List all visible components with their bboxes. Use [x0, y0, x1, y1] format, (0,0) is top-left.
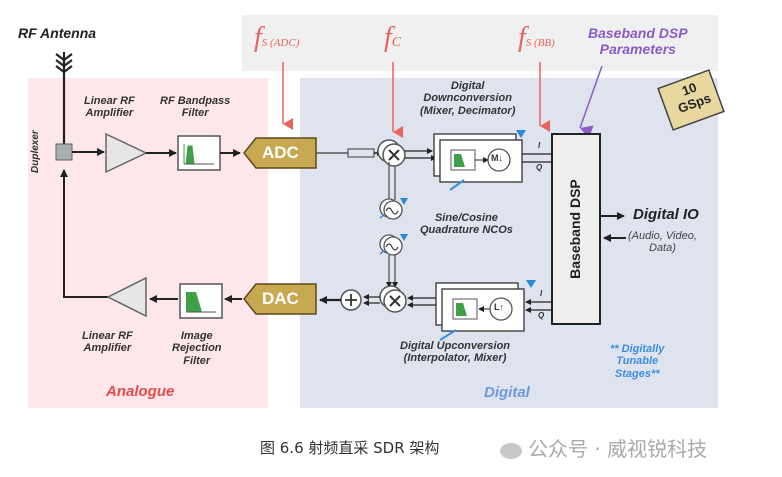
dsp-params-line2: Parameters [599, 40, 676, 57]
ddc-line3: (Mixer, Decimator) [420, 104, 516, 117]
ddc-block [433, 133, 523, 183]
duc-label: Digital Upconversion (Interpolator, Mixe… [400, 340, 510, 365]
dac-label: DAC [262, 289, 299, 308]
tunable-line3: Stages** [614, 367, 660, 380]
rx-filter-line2: Filter [181, 107, 209, 120]
nco-line2: Quadrature NCOs [420, 224, 513, 237]
rx-filter-label: RF Bandpass Filter [160, 95, 230, 120]
tunable-note: ** Digitally Tunable Stages** [610, 343, 664, 380]
duc-q-label: Q [538, 311, 545, 320]
antenna-label: RF Antenna [18, 25, 97, 41]
digital-io-sub: (Audio, Video, Data) [628, 230, 697, 255]
rx-mixer-icon [377, 139, 406, 167]
fs-bb-label: fS (BB) [518, 22, 555, 54]
dsp-params-line1: Baseband DSP [588, 25, 688, 41]
fs-adc-sub: S (ADC) [261, 37, 300, 49]
baseband-dsp-block [551, 133, 601, 325]
ddc-line2: Downconversion [423, 92, 512, 105]
tx-amp-label: Linear RF Amplifier [82, 330, 133, 355]
image-rejection-filter-icon [179, 283, 223, 319]
sample-rate-badge [657, 69, 725, 131]
rx-amp-line2: Amplifier [85, 107, 134, 120]
nco-line1: Sine/Cosine [434, 212, 498, 224]
tx-filter-line2: Rejection [172, 342, 222, 355]
antenna-icon [55, 52, 73, 150]
baseband-dsp-label: Baseband DSP [567, 179, 584, 279]
dsp-params-label: Baseband DSP Parameters [588, 25, 688, 57]
fs-adc-label: fS (ADC) [254, 22, 299, 54]
watermark-text: 公众号 · 威视锐科技 [528, 437, 708, 461]
tx-mixer-icon [379, 285, 407, 313]
digital-panel [300, 78, 718, 408]
digital-io-sub-line2: Data) [649, 242, 676, 255]
rx-amp-line1: Linear RF [84, 95, 135, 107]
rx-amplifier-icon [105, 132, 148, 174]
rx-amp-label: Linear RF Amplifier [84, 95, 135, 120]
duplexer-label: Duplexer [29, 130, 41, 173]
watermark: 公众号 · 威视锐科技 [500, 433, 707, 462]
summer-icon [340, 289, 362, 311]
duplexer-block [55, 143, 73, 161]
tx-amp-line1: Linear RF [82, 330, 133, 342]
tx-filter-line1: Image [180, 330, 213, 342]
fs-adc-main: f [254, 22, 262, 53]
wechat-icon [500, 442, 522, 459]
nco-tx-icon [379, 234, 408, 256]
fc-sub: C [391, 35, 402, 50]
digital-io-title: Digital IO [633, 206, 699, 223]
ddc-i-label: I [538, 141, 541, 150]
tunable-line1: ** Digitally [610, 343, 665, 355]
fs-bb-sub: S (BB) [525, 37, 555, 49]
analogue-title: Analogue [106, 383, 175, 400]
tx-filter-label: Image Rejection Filter [172, 330, 222, 367]
tx-amp-line2: Amplifier [83, 342, 132, 355]
fs-bb-main: f [518, 22, 526, 53]
parameter-band [242, 15, 718, 71]
analogue-panel [28, 78, 268, 408]
dac-block [243, 283, 317, 315]
duc-i-label: I [540, 289, 543, 298]
adc-label: ADC [262, 143, 299, 162]
rx-bandpass-filter-icon [177, 135, 221, 171]
figure-caption: 图 6.6 射频直采 SDR 架构 [260, 439, 440, 457]
fc-main: f [384, 22, 392, 53]
rx-filter-line1: RF Bandpass [160, 95, 231, 107]
ddc-line1: Digital [450, 80, 485, 92]
ddc-label: Digital Downconversion (Mixer, Decimator… [420, 80, 515, 117]
digital-title: Digital [484, 384, 530, 401]
ddc-q-label: Q [536, 163, 543, 172]
duc-line1: Digital Upconversion [400, 340, 511, 352]
tx-filter-line3: Filter [183, 354, 211, 367]
tx-amplifier-icon [106, 276, 147, 318]
duc-line2: (Interpolator, Mixer) [403, 352, 507, 365]
duc-block [435, 282, 525, 332]
nco-label: Sine/Cosine Quadrature NCOs [420, 212, 513, 237]
decimator-symbol: M↓ [491, 153, 503, 163]
interpolator-symbol: L↑ [494, 302, 504, 312]
fc-label: fC [384, 22, 401, 54]
tunable-line2: Tunable [616, 355, 659, 368]
digital-io-sub-line1: (Audio, Video, [628, 230, 697, 242]
nco-rx-icon [379, 198, 408, 220]
